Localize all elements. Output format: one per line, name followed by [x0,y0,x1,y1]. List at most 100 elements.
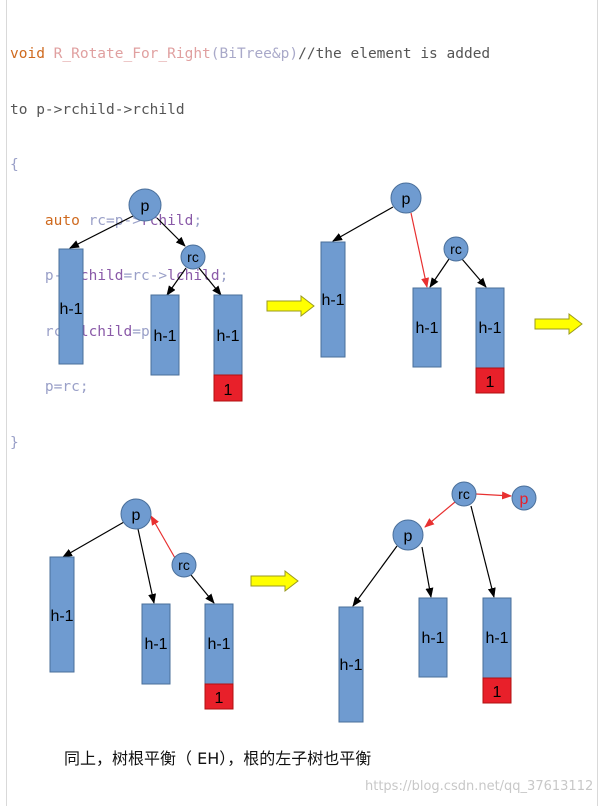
edge [470,505,496,598]
left-border [6,0,7,806]
code-comment-cont: to p->rchild->rchild [10,101,185,118]
node-rc [171,552,197,578]
code-params: (BiTree&p) [210,46,299,62]
node-label: p [404,528,413,545]
code-var: =rc-> [123,268,168,284]
transition-arrow-2 [534,312,583,336]
node-rc [451,481,477,507]
subtree-label: h-1 [144,636,167,653]
node-label: rc [187,249,199,265]
code-keyword-auto: auto [44,212,80,229]
edge-red [475,491,512,500]
subtree-label: h-1 [485,630,508,647]
subtree-block [482,597,512,679]
node-p [390,182,422,214]
subtree-block [213,294,243,376]
code-function-name: R_Rotate_For_Right [53,46,211,62]
node-rc [180,244,206,270]
edge [62,521,125,558]
code-line-8: } [10,434,490,453]
code-line-4: auto rc=p->rchild; [10,212,490,231]
code-line-1: void R_Rotate_For_Right(BiTree&p)//the e… [10,45,490,64]
transition-arrow-3 [250,569,299,593]
node-p [120,498,152,530]
subtree-label: h-1 [321,292,344,309]
edge [461,258,487,288]
edge [190,574,215,604]
subtree-block [412,287,442,368]
edge-red [150,515,176,559]
code-member: lchild [167,268,220,284]
code-member: rchild [71,268,124,284]
code-semi: ; [193,212,203,229]
subtree-block [58,248,84,365]
edge [332,206,394,242]
transition-arrow-1 [266,294,315,318]
subtree-label: h-1 [216,328,239,345]
watermark-text: https://blog.csdn.net/qq_37613112 [365,779,594,794]
added-node-block [475,367,505,394]
subtree-block [418,597,448,678]
subtree-label: h-1 [415,320,438,337]
edge [421,546,434,598]
node-label: p [132,507,141,524]
code-keyword: void [10,46,45,62]
added-node-label: 1 [215,690,224,707]
subtree-block [338,606,364,723]
subtree-label: h-1 [339,657,362,674]
node-label: rc [178,557,190,573]
code-line-3: { [10,156,490,175]
edge [137,528,157,604]
code-line-2: to p->rchild->rchild [10,101,490,120]
yellow-arrow-icon [250,569,299,593]
node-label-red: p [520,491,529,508]
subtree-block [150,294,180,376]
right-border [597,0,598,806]
added-node-label: 1 [486,374,495,391]
node-label: p [402,191,411,208]
added-node-label: 1 [224,382,233,399]
added-node-block [482,677,512,704]
node-p-moved [511,485,537,511]
code-semi: ; [219,268,229,284]
subtree-block [320,241,346,358]
caption-text: 同上，树根平衡（ EH），根的左子树也平衡 [64,749,372,768]
node-label: rc [458,486,470,502]
subtree-block [475,287,505,369]
subtree-label: h-1 [153,328,176,345]
diagram-2: h-1 h-1 h-1 1 p rc [320,182,505,394]
added-node-block [204,683,234,710]
subtree-label: h-1 [207,636,230,653]
code-assign: p=rc; [44,379,89,395]
yellow-arrow-icon [534,312,583,336]
edge [198,267,222,296]
edge [166,267,187,296]
node-label: rc [450,241,462,257]
added-node-label: 1 [493,684,502,701]
diagram-3: h-1 h-1 h-1 1 p rc [49,498,234,710]
subtree-label: h-1 [421,630,444,647]
node-rc [443,236,469,262]
subtree-label: h-1 [59,301,82,318]
edge [429,258,450,288]
diagram-4: h-1 h-1 h-1 1 rc p p [338,481,537,723]
subtree-block [49,556,75,673]
node-p [128,188,162,222]
edge [156,217,186,247]
code-line-7: p=rc; [10,378,490,397]
diagram-1: h-1 h-1 h-1 1 p rc [58,188,243,402]
node-p [392,519,424,551]
code-var: rc=p-> [88,212,141,229]
code-comment: //the element is added [298,46,491,62]
edge-red [410,212,430,288]
code-open-brace: { [10,157,19,173]
yellow-arrow-icon [266,294,315,318]
edge [69,215,134,249]
code-close-brace: } [10,434,19,451]
subtree-label: h-1 [478,320,501,337]
node-label: p [141,198,150,215]
edge [352,545,398,607]
code-member: lchild [79,323,133,340]
subtree-block [141,603,171,685]
